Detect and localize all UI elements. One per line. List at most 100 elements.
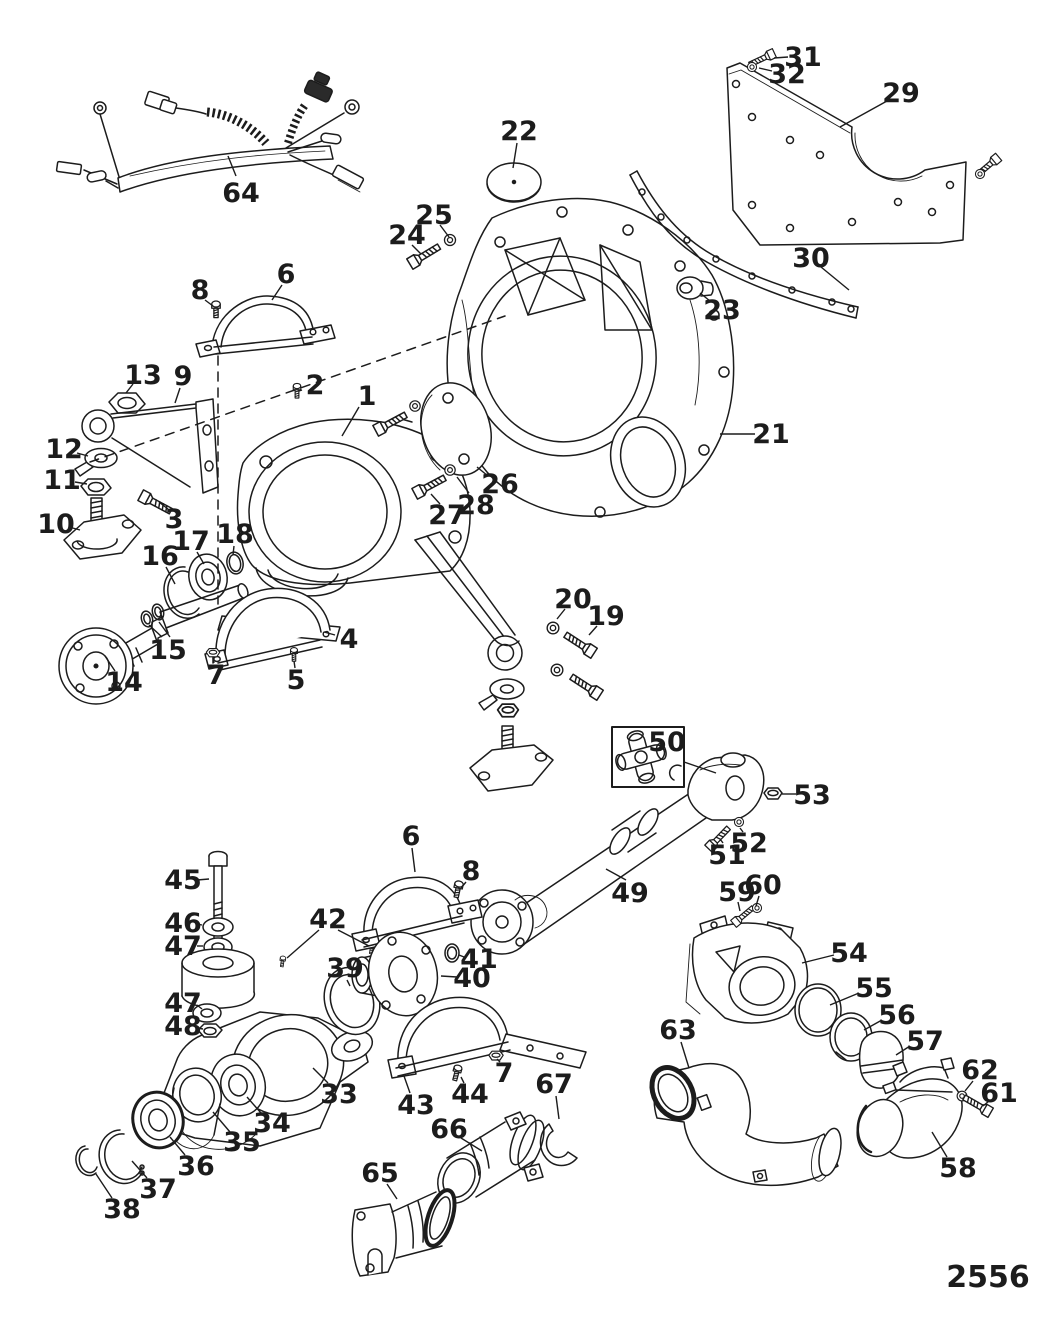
callout-45: 45 [164, 865, 202, 896]
leader-line-60 [755, 895, 760, 907]
leader-line-43 [403, 1075, 411, 1094]
leader-line-38 [95, 1173, 113, 1199]
callout-41: 41 [460, 944, 498, 975]
leader-line-9 [174, 387, 181, 404]
leader-line-66 [460, 1137, 483, 1152]
fastener-stud-42a [278, 955, 287, 968]
callout-1: 1 [358, 381, 377, 412]
part-cap-57 [858, 1030, 904, 1095]
fastener-screw-8-upper [211, 300, 221, 319]
leader-line-1 [341, 406, 360, 437]
callout-64: 64 [222, 178, 260, 209]
callout-40: 40 [453, 963, 491, 994]
callout-24: 24 [388, 220, 426, 251]
callout-65: 65 [361, 1158, 399, 1189]
leader-line-15 [148, 624, 163, 638]
leader-line-44 [460, 1076, 465, 1084]
callout-56: 56 [878, 1000, 916, 1031]
leader-line-30 [820, 266, 850, 291]
part-cap-22 [486, 162, 542, 203]
leader-line-52 [739, 827, 744, 833]
diagram-number: 2556 [946, 1260, 1030, 1295]
callout-25: 25 [415, 200, 453, 231]
fastener-nut-48 [197, 1023, 223, 1038]
construction-lines [89, 315, 506, 605]
callout-52: 52 [730, 828, 768, 859]
part-exhaust-tube-65 [351, 1188, 457, 1277]
callout-9: 9 [174, 361, 193, 392]
callout-22: 22 [500, 116, 538, 147]
fastener-nut-53 [763, 787, 783, 800]
callout-59: 59 [718, 877, 756, 908]
leader-line-65 [386, 1183, 398, 1200]
leader-line-11 [74, 481, 88, 485]
leader-line-5 [293, 660, 296, 669]
leader-line-46 [196, 923, 203, 926]
leader-line-45 [196, 878, 210, 881]
leader-line-28 [456, 476, 470, 494]
leader-line-25 [439, 224, 450, 238]
leader-line-15 [158, 621, 171, 638]
leader-line-22 [512, 142, 518, 169]
washer-12 [74, 447, 118, 477]
callout-8: 8 [462, 856, 481, 887]
callout-33: 33 [320, 1079, 358, 1110]
leader-line-49 [605, 868, 627, 881]
part-mount-bracket-lower [414, 531, 523, 671]
part-gasket-26 [420, 382, 492, 476]
callout-61: 61 [980, 1078, 1018, 1109]
leader-line-2 [298, 389, 303, 392]
leader-line-4 [323, 631, 336, 636]
bearing-seal-set [75, 1053, 267, 1185]
oring-41 [444, 943, 460, 963]
callout-7: 7 [495, 1058, 514, 1089]
leader-line-13 [125, 383, 134, 394]
washer-25 [443, 233, 457, 247]
part-inner-plate-29 [726, 62, 967, 246]
leader-line-48 [196, 1027, 204, 1030]
leader-line-64 [227, 155, 237, 177]
leader-line-17 [196, 551, 205, 565]
leader-line-42 [337, 929, 370, 947]
leader-line-8 [204, 299, 214, 307]
washer-tab-lower [478, 678, 525, 711]
callout-13: 13 [124, 360, 162, 391]
part-output-shaft-14 [58, 583, 249, 705]
part-water-housing-54 [685, 915, 809, 1024]
callout-50: 50 [648, 727, 686, 758]
callout-36: 36 [177, 1151, 215, 1182]
leader-line-10 [68, 526, 81, 531]
callout-30: 30 [792, 243, 830, 274]
leader-line-57 [895, 1045, 911, 1056]
part-plug-23 [676, 276, 714, 300]
oring-55 [794, 983, 842, 1037]
part-exhaust-pipe-63 [649, 1062, 842, 1187]
leader-line-56 [863, 1019, 883, 1031]
leader-line-14 [104, 655, 116, 672]
part-clamp-4 [204, 587, 341, 671]
callout-55: 55 [855, 973, 893, 1004]
part-flywheel-housing-21 [446, 197, 735, 518]
callout-6: 6 [277, 259, 296, 290]
callout-58: 58 [939, 1153, 977, 1184]
leader-line-35 [212, 1111, 231, 1133]
callout-49: 49 [611, 878, 649, 909]
leader-line-37 [131, 1160, 148, 1179]
leader-line-26 [476, 466, 489, 477]
leader-line-36 [169, 1136, 186, 1156]
callout-28: 28 [457, 490, 495, 521]
part-exhaust-elbow-58 [856, 1057, 963, 1159]
callout-60: 60 [744, 870, 782, 901]
leader-line-18 [232, 545, 235, 556]
leader-line-55 [829, 992, 860, 1006]
part-engine-mount-lower [469, 725, 554, 792]
leader-line-29 [839, 100, 888, 128]
callout-14: 14 [105, 667, 143, 698]
callout-29: 29 [882, 78, 920, 109]
washer-52 [733, 816, 745, 828]
leader-line-58 [931, 1131, 948, 1158]
leader-line-16 [165, 566, 176, 585]
part-driveshaft-49 [470, 752, 765, 955]
callout-3: 3 [165, 504, 184, 535]
callout-46: 46 [164, 908, 202, 939]
